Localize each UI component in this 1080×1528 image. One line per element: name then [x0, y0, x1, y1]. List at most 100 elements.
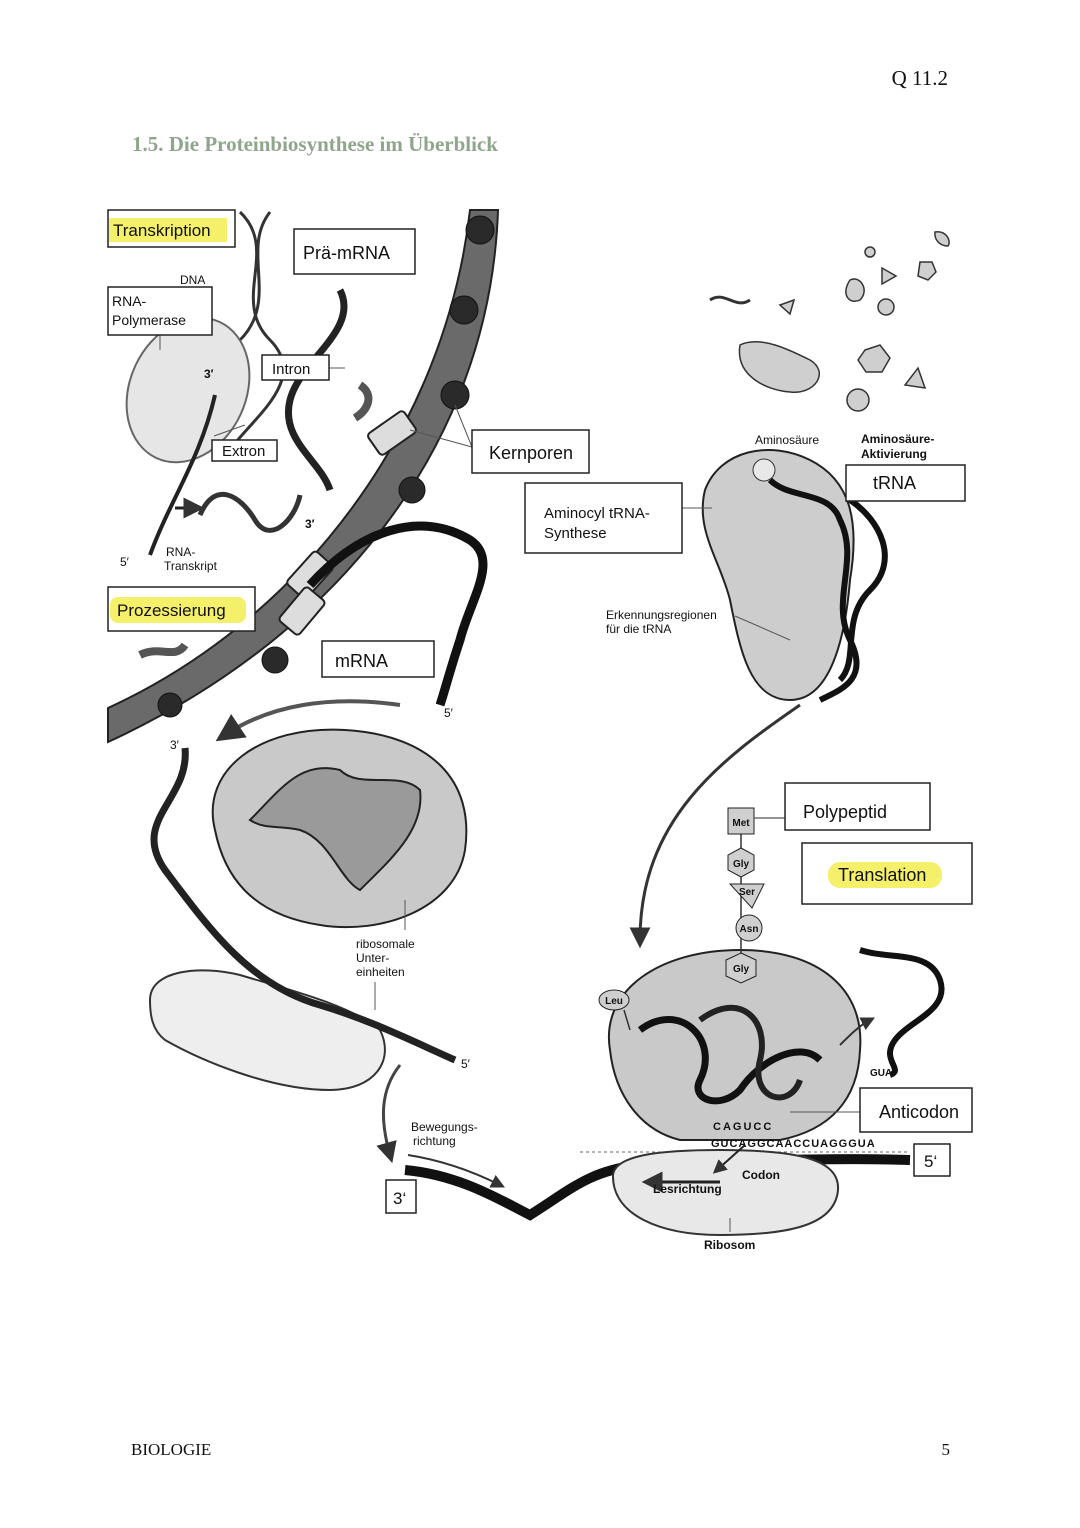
aminosaeure-aktivierung-label-2: Aktivierung — [861, 447, 927, 461]
svg-text:Polymerase: Polymerase — [112, 312, 186, 328]
svg-text:Anticodon: Anticodon — [879, 1102, 959, 1122]
trna-strand-2 — [837, 497, 888, 683]
header-code: Q 11.2 — [891, 66, 948, 90]
amino-acid-gly2 — [725, 952, 757, 984]
rna-polymerase-label: RNA- Polymerase — [107, 286, 213, 336]
svg-text:Transkription: Transkription — [113, 221, 211, 240]
movement-down-arrow — [376, 1064, 402, 1164]
aminocyl-label: Aminocyl tRNA- Synthese — [524, 482, 683, 554]
mrna-between-subunits — [150, 747, 457, 1064]
exiting-trna — [859, 947, 945, 1078]
polypeptid-label: Polypeptid — [784, 782, 931, 831]
svg-text:Kernporen: Kernporen — [489, 443, 573, 463]
three-prime-b-label: 3′ — [305, 517, 315, 531]
erkennung-leader — [734, 615, 791, 641]
amino-acid-gly1 — [727, 847, 755, 878]
svg-text:Synthese: Synthese — [544, 525, 607, 542]
five-prime-c-label: 5′ — [461, 1057, 471, 1071]
ribosomale-label-3: einheiten — [356, 965, 405, 979]
transkription-label: Transkription — [107, 209, 236, 248]
kernporen-leader-1 — [409, 429, 473, 448]
codon-sequence: GUCAGGCAACCUAGGGUA — [711, 1138, 876, 1150]
amino-acid-leu — [598, 989, 630, 1011]
svg-text:Polypeptid: Polypeptid — [803, 802, 887, 822]
svg-text:Intron: Intron — [272, 361, 310, 378]
aminosaeure-label: Aminosäure — [755, 433, 819, 447]
amino-acid-asn — [735, 914, 763, 942]
mrna-strand — [306, 521, 488, 707]
erkennung-label-2: für die tRNA — [606, 622, 671, 636]
gly2-label: Gly — [733, 964, 750, 975]
footer-subject: BIOLOGIE — [131, 1440, 212, 1459]
trna-strand — [767, 477, 860, 703]
extron-leader — [213, 424, 246, 437]
rna-polymerase-shape — [125, 316, 251, 464]
aminosaeure-aktivierung-label-1: Aminosäure- — [861, 432, 934, 446]
pre-mrna-strand-a — [197, 491, 303, 533]
five-prime-box-label: 5‘ — [913, 1143, 951, 1177]
kernporen-label: Kernporen — [471, 429, 590, 474]
five-prime-b-label: 5′ — [444, 706, 454, 720]
svg-text:5‘: 5‘ — [924, 1152, 937, 1171]
asn-label: Asn — [740, 924, 759, 935]
extron-label: Extron — [211, 439, 278, 462]
anticodon-label: Anticodon — [859, 1087, 973, 1133]
svg-text:Prozessierung: Prozessierung — [117, 601, 226, 620]
footer-page-number: 5 — [941, 1440, 951, 1459]
three-prime-c-label: 3′ — [170, 738, 180, 752]
bewegung-label-2: richtung — [413, 1134, 456, 1148]
svg-text:Translation: Translation — [838, 865, 926, 885]
movement-direction-arrow — [407, 1154, 506, 1188]
gly1-label: Gly — [733, 859, 750, 870]
svg-text:tRNA: tRNA — [873, 473, 916, 493]
amino-acid-ser — [728, 883, 765, 909]
ribosomale-label-1: ribosomale — [356, 937, 415, 951]
amino-acid-met — [727, 807, 755, 835]
intron-fragment — [352, 381, 373, 422]
svg-text:Aminocyl tRNA-: Aminocyl tRNA- — [544, 505, 650, 522]
aminoacyl-trna-synthetase — [701, 449, 855, 702]
free-amino-acids — [709, 231, 950, 412]
ribosomale-label-2: Unter- — [356, 951, 389, 965]
bewegung-label-1: Bewegungs- — [411, 1120, 478, 1134]
ribosom-label: Ribosom — [704, 1238, 755, 1252]
prozessierung-label: Prozessierung — [107, 586, 256, 632]
mrna-label: mRNA — [321, 640, 435, 678]
dna-label: DNA — [180, 273, 205, 287]
three-prime-box-label: 3‘ — [385, 1179, 417, 1214]
trna-exit-arrow — [839, 1017, 876, 1046]
leu-connector — [623, 1009, 631, 1031]
lesrichtung-arrow-line — [712, 1144, 746, 1174]
translating-ribosome — [607, 948, 862, 1237]
anticodon-sequence: CAGUCC — [713, 1121, 773, 1133]
page-title: 1.5. Die Proteinbiosynthese im Überblick — [132, 132, 498, 156]
five-prime-a-label: 5′ — [120, 555, 130, 569]
mrna-bottom-strand — [404, 1154, 911, 1221]
kernporen-leader-2 — [454, 404, 473, 448]
prae-mrna-label: Prä-mRNA — [293, 228, 416, 275]
svg-text:Prä-mRNA: Prä-mRNA — [303, 243, 390, 263]
svg-text:3‘: 3‘ — [393, 1189, 406, 1208]
met-label: Met — [732, 818, 750, 829]
rna-transcript-strand — [148, 394, 217, 556]
mrna-to-ribosome-arrow — [215, 699, 401, 742]
svg-text:Extron: Extron — [222, 443, 265, 460]
intron-fragment-2 — [138, 642, 189, 659]
trna-label: tRNA — [845, 464, 966, 502]
ser-label: Ser — [739, 887, 755, 898]
intron-label: Intron — [261, 354, 330, 381]
erkennung-label-1: Erkennungsregionen — [606, 608, 717, 622]
nucleus-envelope — [107, 209, 500, 744]
lesrichtung-label: Lesrichtung — [653, 1182, 722, 1196]
svg-text:mRNA: mRNA — [335, 651, 388, 671]
ribosome-large-subunit — [211, 728, 468, 929]
translation-label: Translation — [801, 842, 973, 905]
leu-label: Leu — [605, 996, 623, 1007]
svg-text:RNA-: RNA- — [112, 293, 147, 309]
rna-transkript-label-1: RNA- — [166, 545, 195, 559]
codon-label: Codon — [742, 1168, 780, 1182]
rna-transkript-label-2: Transkript — [164, 559, 218, 573]
trna-to-ribosome-arrow — [629, 703, 801, 949]
three-prime-a-label: 3′ — [204, 367, 214, 381]
